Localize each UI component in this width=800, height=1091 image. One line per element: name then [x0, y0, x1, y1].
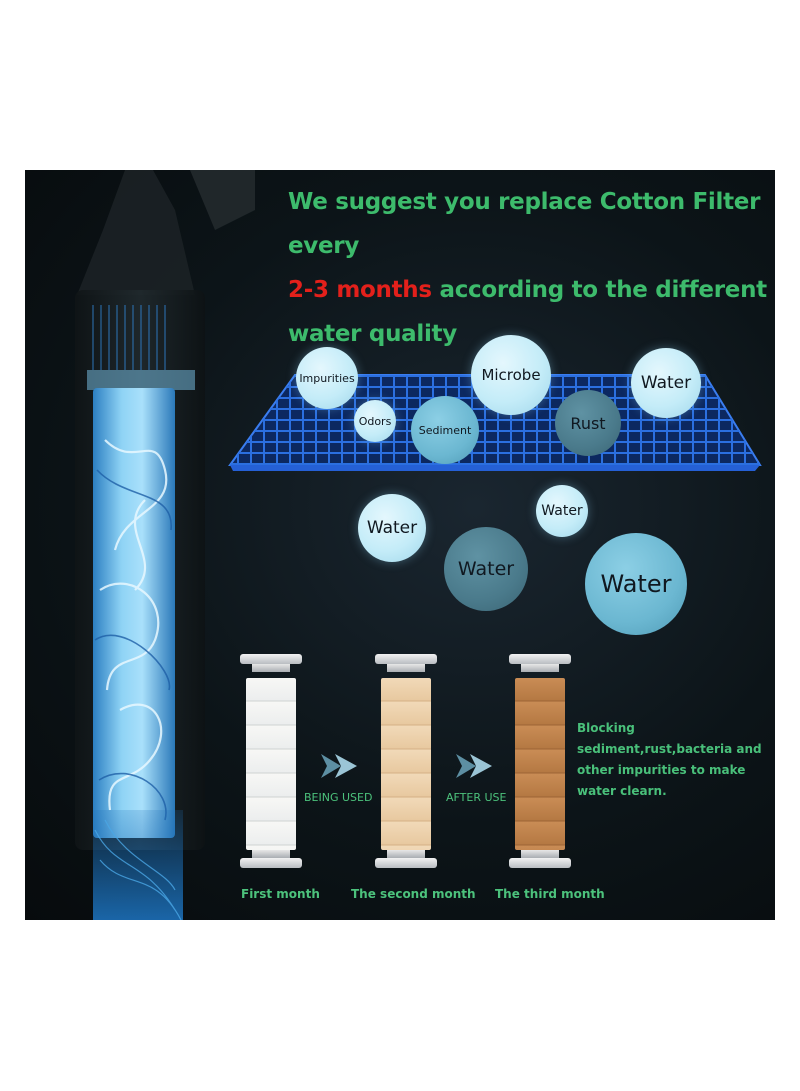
headline-line2-rest: according to the different	[431, 277, 767, 303]
headline: We suggest you replace Cotton Filter eve…	[288, 180, 768, 356]
headline-line1: We suggest you replace Cotton Filter eve…	[288, 189, 761, 259]
arrow-right-icon	[456, 754, 492, 778]
bubble-sediment: Sediment	[411, 396, 479, 464]
being-used-label: BEING USED	[304, 791, 373, 804]
third-month-label: The third month	[495, 887, 605, 901]
cartridge-first-month	[240, 654, 302, 874]
bubble-water-top-label: Water	[640, 373, 692, 393]
bubble-water: Water	[444, 527, 528, 611]
shower-filter-illustration	[75, 170, 255, 920]
bubble-impurities: Impurities	[296, 347, 358, 409]
after-use-label: AFTER USE	[446, 791, 507, 804]
bubble-impurities-label: Impurities	[299, 371, 355, 385]
bubble-water-label: Water	[541, 503, 583, 519]
bubble-water: Water	[358, 494, 426, 562]
bubble-water: Water	[536, 485, 588, 537]
headline-highlight: 2-3 months	[288, 277, 432, 303]
description-text: Blocking sediment,rust,bacteria and othe…	[577, 721, 762, 798]
bubble-water-label: Water	[457, 558, 515, 580]
bubble-water-top: Water	[631, 348, 701, 418]
bubble-microbe: Microbe	[471, 335, 551, 415]
cartridge-third-month	[509, 654, 571, 874]
first-month-label: First month	[241, 887, 320, 901]
bubble-sediment-label: Sediment	[418, 423, 472, 437]
cartridge-second-month	[375, 654, 437, 874]
bubble-rust-label: Rust	[570, 413, 606, 433]
filter-mesh	[228, 374, 762, 471]
headline-line3: water quality	[288, 321, 457, 347]
bubble-odors: Odors	[354, 400, 396, 442]
arrow-right-icon	[321, 754, 357, 778]
product-panel: We suggest you replace Cotton Filter eve…	[25, 170, 775, 920]
bubble-microbe-label: Microbe	[481, 366, 541, 384]
bubble-rust: Rust	[555, 390, 621, 456]
bubble-water-label: Water	[600, 570, 672, 598]
bubble-water: Water	[585, 533, 687, 635]
bubble-odors-label: Odors	[358, 414, 392, 428]
bubble-water-label: Water	[366, 518, 418, 538]
headline-line2: 2-3 months according to the different	[288, 268, 768, 312]
second-month-label: The second month	[351, 887, 476, 901]
